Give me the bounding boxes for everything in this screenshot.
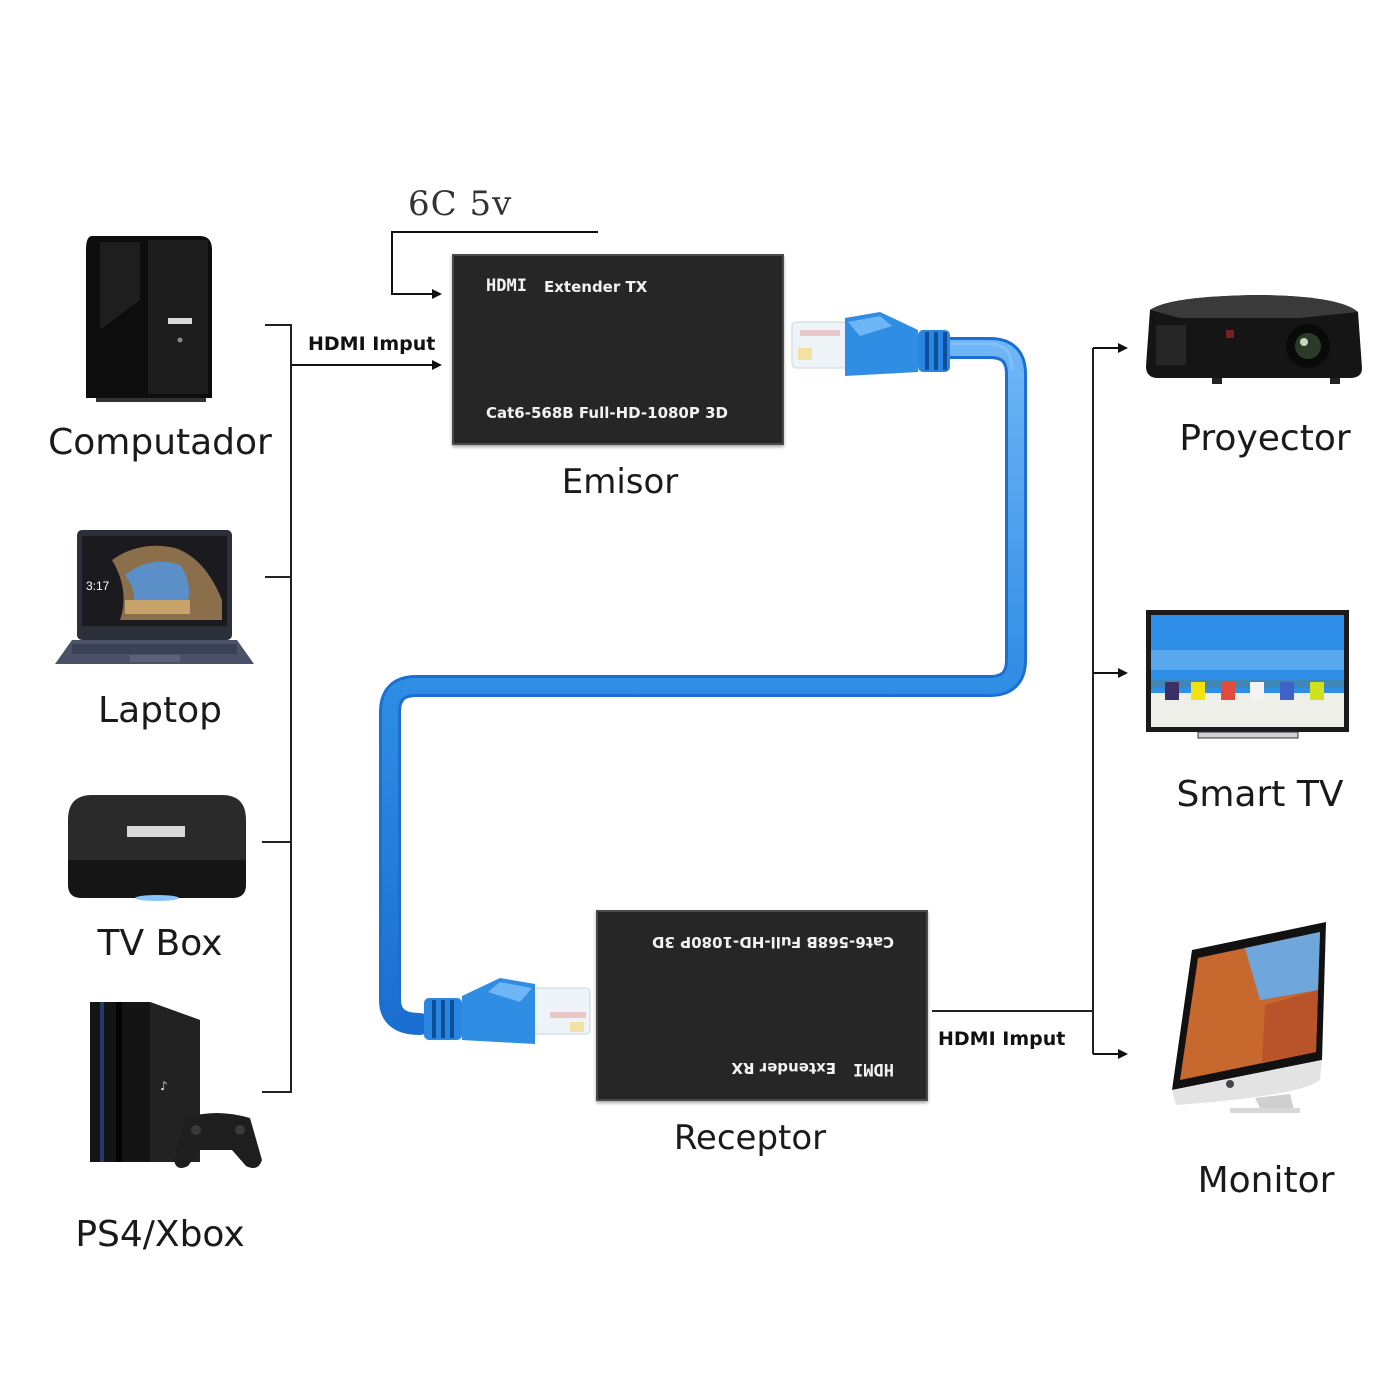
smart-tv-icon — [1146, 610, 1349, 739]
laptop-icon: 3:17 — [55, 530, 254, 664]
source-label-console: PS4/Xbox — [75, 1214, 245, 1255]
source-label-computador: Computador — [48, 422, 272, 463]
rx-title: Extender RX — [731, 1059, 836, 1077]
hdmi-logo-tx: HDMI — [486, 276, 527, 296]
rx-spec: Cat6-568B Full-HD-1080P 3D — [652, 933, 894, 951]
ethernet-cable — [379, 337, 1027, 1035]
tx-spec: Cat6-568B Full-HD-1080P 3D — [486, 404, 728, 422]
tx-input-label: HDMI Imput — [308, 333, 436, 355]
rx-output-label: HDMI Imput — [938, 1028, 1066, 1050]
rj45-connector-tx — [791, 312, 950, 376]
projector-icon — [1146, 295, 1362, 384]
display-label-smart-tv: Smart TV — [1176, 774, 1344, 815]
receiver-box: HDMI Extender RX Cat6-568B Full-HD-1080P… — [596, 910, 928, 1101]
tv-box-icon — [68, 795, 246, 901]
game-console-icon: ♪ — [90, 1002, 262, 1168]
transmitter-caption: Emisor — [561, 462, 679, 502]
svg-text:♪: ♪ — [160, 1079, 168, 1093]
source-label-laptop: Laptop — [98, 690, 222, 731]
svg-text:3:17: 3:17 — [86, 579, 110, 593]
source-label-tv-box: TV Box — [97, 923, 223, 964]
output-bracket — [932, 348, 1094, 1054]
rj45-connector-rx — [424, 978, 591, 1044]
display-label-proyector: Proyector — [1179, 418, 1351, 459]
receiver-caption: Receptor — [673, 1118, 827, 1158]
source-bracket — [262, 324, 292, 1093]
display-label-monitor: Monitor — [1197, 1160, 1335, 1201]
desktop-tower-icon — [86, 236, 212, 402]
hdmi-logo-rx: HDMI — [853, 1059, 894, 1079]
transmitter-box: HDMI Extender TX Cat6-568B Full-HD-1080P… — [452, 254, 784, 445]
power-arrow — [391, 231, 598, 299]
power-note: 6C 5v — [408, 184, 513, 224]
monitor-icon — [1172, 922, 1326, 1113]
tx-title: Extender TX — [544, 278, 648, 296]
